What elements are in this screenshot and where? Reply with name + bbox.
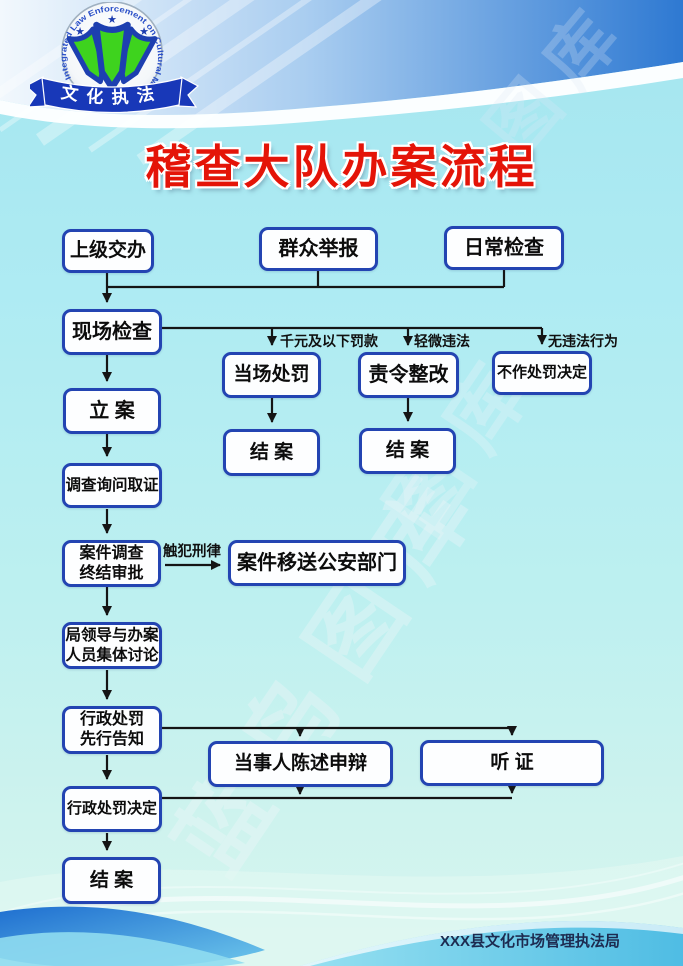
edge-label-criminal-violation: 触犯刑律: [163, 544, 221, 560]
node-superior-assignment: 上级交办: [62, 229, 154, 273]
svg-text:蓝鸟图库: 蓝鸟图库: [157, 443, 506, 891]
node-penalty-decision: 行政处罚决定: [62, 786, 162, 832]
node-no-punishment-decision: 不作处罚决定: [492, 351, 592, 395]
edge-label-no-violation: 无违法行为: [548, 333, 618, 349]
node-penalty-prior-notice: 行政处罚 先行告知: [62, 706, 162, 754]
svg-text:★: ★: [75, 26, 85, 38]
cultural-law-enforcement-emblem: Integrated Law Enforcement on Cultural M…: [30, 2, 200, 114]
page-title: 稽查大队办案流程: [145, 142, 538, 193]
node-public-report: 群众举报: [259, 227, 378, 271]
node-order-rectification: 责令整改: [358, 352, 459, 398]
edge-label-fine-under-1000: 千元及以下罚款: [280, 333, 378, 349]
node-close-case-2: 结 案: [359, 428, 456, 474]
node-line: 先行告知: [79, 731, 144, 748]
node-hearing: 听 证: [420, 740, 604, 786]
node-close-case-1: 结 案: [223, 429, 320, 476]
node-file-case: 立 案: [63, 388, 161, 434]
node-onspot-punishment: 当场处罚: [222, 352, 321, 398]
node-close-case-final: 结 案: [62, 857, 161, 904]
node-investigation-approval: 案件调查 终结审批: [62, 540, 161, 587]
bottom-left-blue-wave: [0, 906, 265, 966]
node-routine-inspection: 日常检查: [444, 226, 564, 270]
node-collective-discussion: 局领导与办案 人员集体讨论: [62, 622, 162, 669]
bottom-left-cyan-wave: [0, 932, 245, 966]
svg-text:★: ★: [107, 14, 117, 26]
node-investigation-evidence: 调查询问取证: [62, 463, 162, 508]
node-onsite-inspection: 现场检查: [62, 309, 162, 355]
shield-icon: [66, 21, 158, 91]
svg-text:★: ★: [139, 26, 149, 38]
node-line: 局领导与办案: [65, 627, 159, 645]
footer-organization: XXX县文化市场管理执法局: [439, 933, 621, 950]
node-party-statement-defense: 当事人陈述申辩: [208, 741, 393, 787]
node-line: 案件调查: [79, 544, 144, 562]
node-line: 人员集体讨论: [65, 646, 159, 664]
node-line: 行政处罚: [79, 711, 144, 728]
ribbon-banner: [30, 76, 200, 114]
node-line: 终结审批: [79, 564, 144, 582]
node-transfer-to-police: 案件移送公安部门: [228, 540, 406, 586]
edge-label-minor-violation: 轻微违法: [414, 333, 470, 349]
star-icon: ★ ★ ★: [75, 14, 149, 38]
